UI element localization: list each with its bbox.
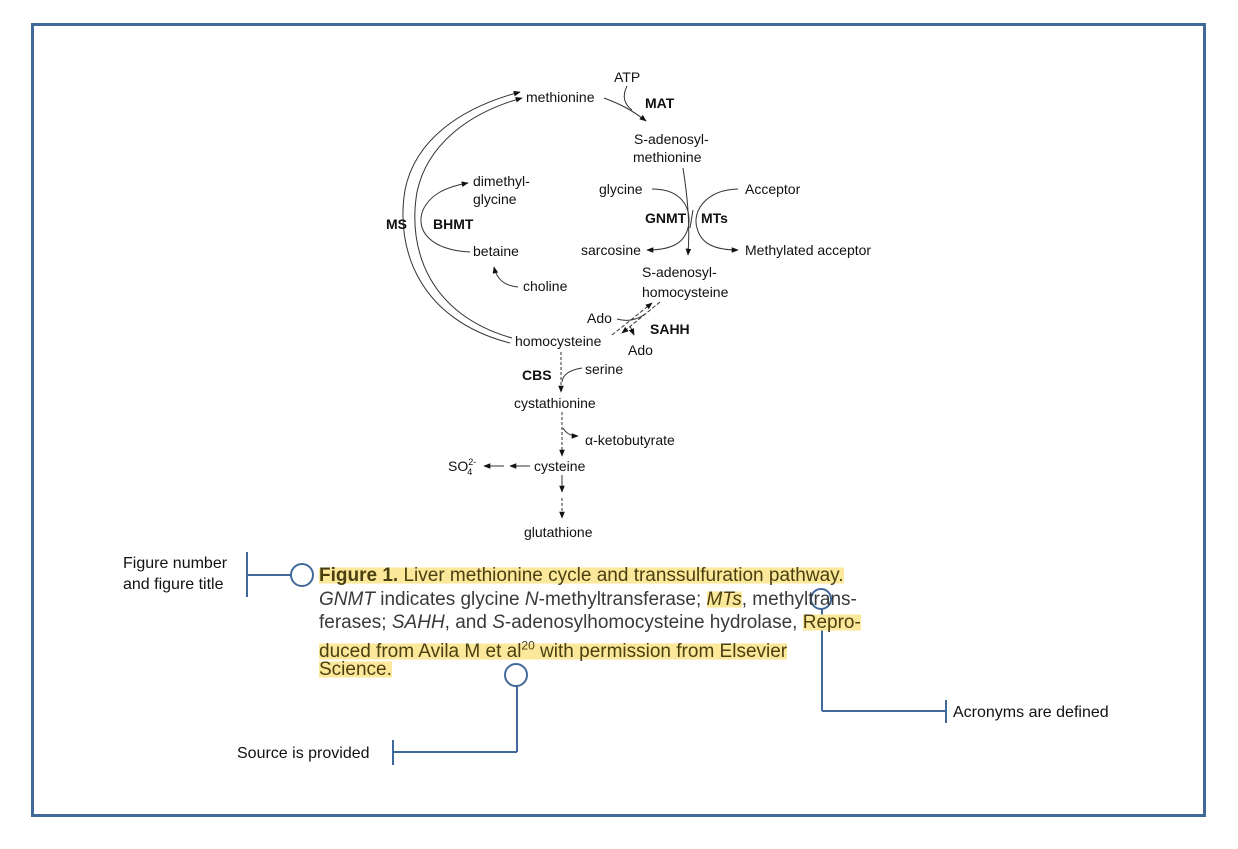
callout-source-label: Source is provided: [237, 745, 370, 762]
node-ado-in: Ado: [587, 310, 612, 326]
caption-line-2: GNMT indicates glycine N-methyltransfera…: [319, 588, 959, 612]
caption-text: indicates glycine: [374, 588, 525, 610]
node-methylated-acceptor: Methylated acceptor: [745, 242, 871, 258]
figure-title: Liver methionine cycle and transsulfurat…: [398, 565, 844, 586]
ado-out: [628, 325, 635, 336]
acceptor-arrow: [695, 188, 739, 253]
node-acceptor: Acceptor: [745, 181, 801, 197]
enzyme-bhmt: BHMT: [433, 216, 474, 232]
callout-figure-title-connector: [246, 552, 314, 597]
node-betaine: betaine: [473, 243, 519, 259]
sulfate-base: SO: [448, 458, 468, 474]
caption-text: , methyltrans-: [741, 588, 857, 610]
node-sam-line1: S-adenosyl-: [634, 131, 709, 147]
callout-figure-title-label: Figure number and figure title: [123, 553, 227, 595]
enzyme-cbs: CBS: [522, 367, 552, 383]
enzyme-mts: MTs: [701, 210, 728, 226]
source-text: duced from Avila M et al: [319, 640, 522, 662]
callout-acronyms-label: Acronyms are defined: [953, 704, 1109, 721]
node-sarcosine: sarcosine: [581, 242, 641, 258]
enzyme-gnmt: GNMT: [645, 210, 687, 226]
reference-number: 20: [521, 638, 535, 653]
caption-text: -adenosylhomocysteine hydrolase,: [504, 612, 803, 633]
caption-text: ferases;: [319, 612, 392, 633]
page-frame: [31, 23, 1206, 817]
ms-arc-inner: [414, 96, 523, 339]
node-choline: choline: [523, 278, 568, 294]
source-text-end: Science.: [319, 659, 392, 680]
caption-line-5: Science.: [319, 658, 959, 682]
caption-line-4: duced from Avila M et al20 with permissi…: [319, 635, 959, 662]
node-cysteine: cysteine: [534, 458, 586, 474]
serine-arrow: [561, 367, 583, 383]
ms-arc-outer: [402, 90, 521, 344]
node-sam-line2: methionine: [633, 149, 702, 165]
acronym-sahh: SAHH: [391, 612, 445, 633]
ado-in: [616, 313, 646, 321]
caption-italic-n: N: [524, 588, 539, 610]
atp-arrow: [623, 85, 633, 111]
caption-text: -methyltransferase;: [538, 588, 707, 610]
node-cystathionine: cystathionine: [514, 395, 596, 411]
sahh-forward: [621, 301, 661, 334]
sulfate-charge: 2-: [468, 457, 476, 467]
bhmt-arrow: [420, 181, 471, 253]
caption-line-3: ferases; SAHH, and S-adenosylhomocystein…: [319, 611, 959, 635]
source-text-cont: with permission from Elsevier: [534, 640, 788, 662]
ketobutyrate-arrow: [562, 427, 579, 439]
glycine-arrow: [646, 188, 690, 253]
node-glutathione: glutathione: [524, 524, 593, 540]
callout-source-connector: [392, 663, 528, 765]
figure-caption: Figure 1. Liver methionine cycle and tra…: [319, 564, 959, 682]
node-methionine: methionine: [526, 89, 595, 105]
sahh-reverse: [611, 302, 653, 336]
caption-text: , and: [444, 612, 493, 633]
enzyme-sahh: SAHH: [650, 321, 690, 337]
node-ado-out: Ado: [628, 342, 653, 358]
source-text-start: Repro-: [802, 612, 861, 633]
node-glycine: glycine: [599, 181, 643, 197]
node-sah-line1: S-adenosyl-: [642, 264, 717, 280]
enzyme-mat: MAT: [645, 95, 675, 111]
sulfate-subscript: 4: [467, 467, 472, 477]
choline-arrow: [492, 266, 519, 288]
figure-number: Figure 1.: [319, 565, 399, 586]
node-sulfate: SO2-4: [448, 457, 476, 477]
node-atp: ATP: [614, 69, 640, 85]
gnmt-mts-divider: [689, 209, 694, 229]
enzyme-ms: MS: [386, 216, 407, 232]
node-dimethylglycine-line1: dimethyl-: [473, 173, 530, 189]
mat-arrow: [603, 97, 647, 122]
acronym-gnmt: GNMT: [319, 588, 375, 610]
node-homocysteine: homocysteine: [515, 333, 602, 349]
callout-figure-title-line2: and figure title: [123, 576, 224, 593]
node-serine: serine: [585, 361, 623, 377]
caption-italic-s: S: [492, 612, 505, 633]
node-ketobutyrate: α-ketobutyrate: [585, 432, 675, 448]
acronym-mts: MTs: [706, 588, 742, 610]
node-dimethylglycine-line2: glycine: [473, 191, 517, 207]
node-sah-line2: homocysteine: [642, 284, 729, 300]
callout-figure-title-line1: Figure number: [123, 555, 228, 572]
caption-line-1: Figure 1. Liver methionine cycle and tra…: [319, 564, 959, 588]
